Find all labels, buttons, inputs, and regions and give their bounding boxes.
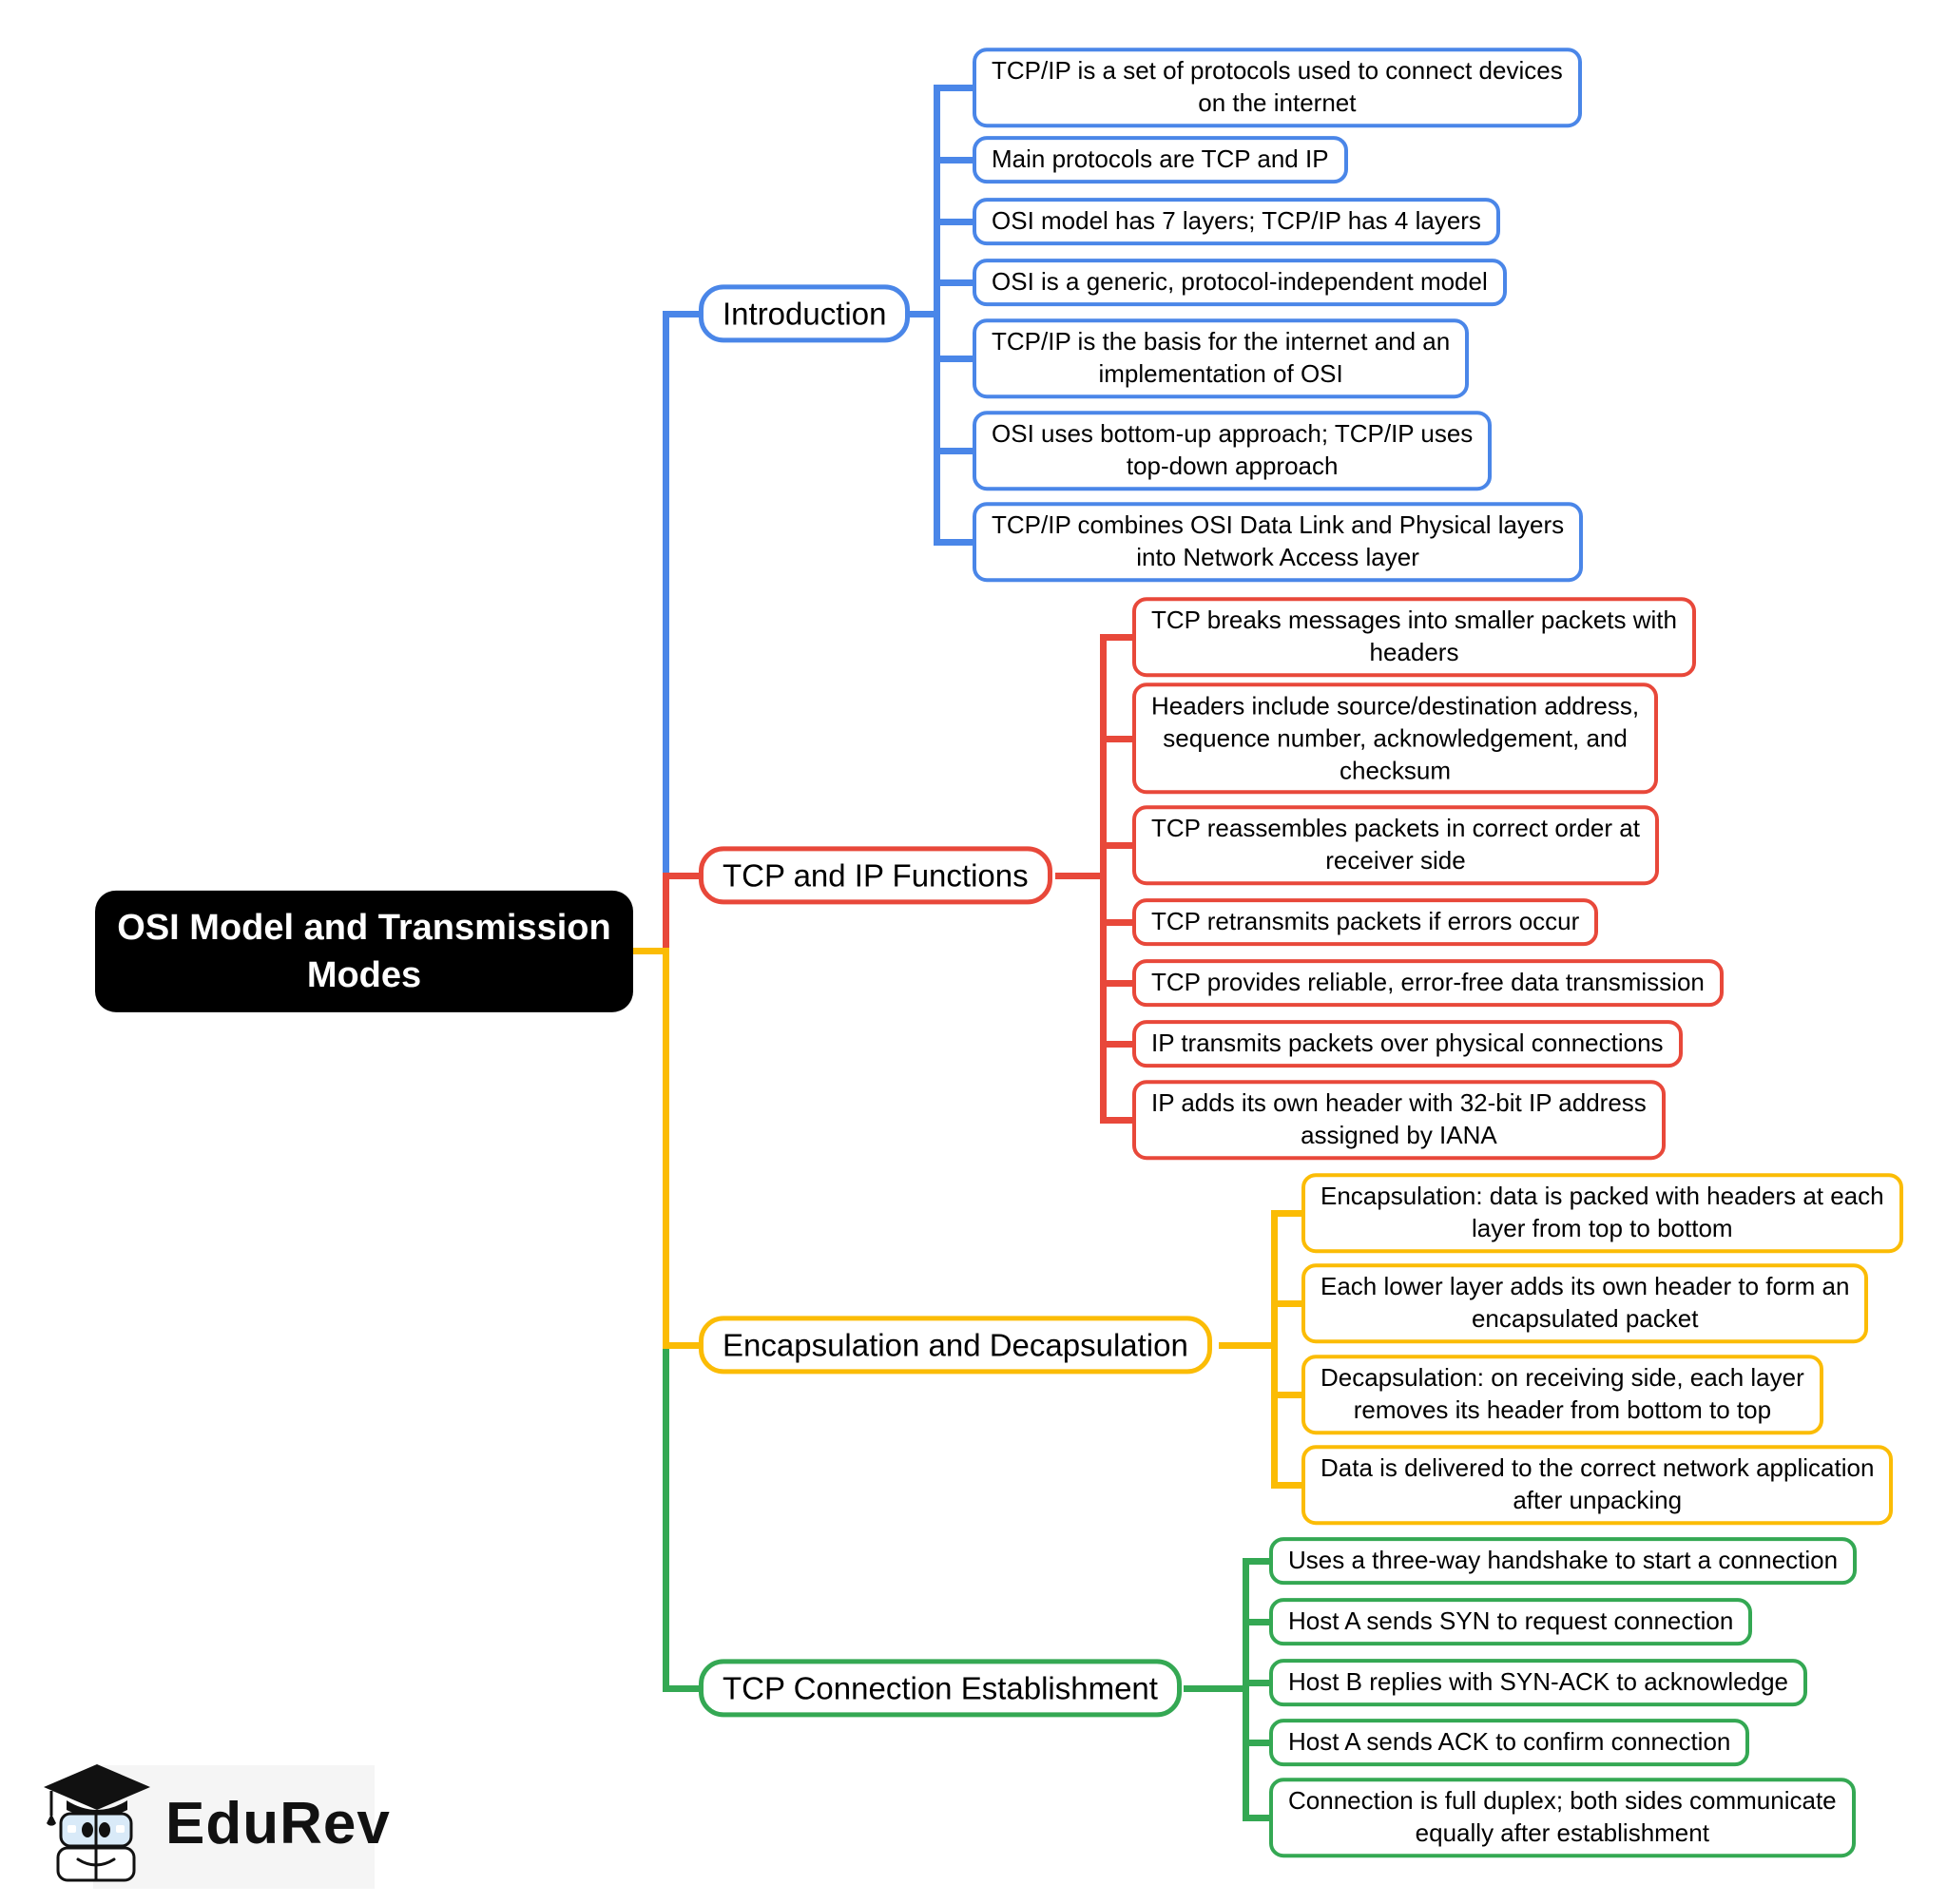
- edurev-mascot-icon: [44, 1764, 150, 1882]
- branch-node-tcp-ip-functions: TCP and IP Functions: [699, 846, 1052, 905]
- connector-introduction-to-leaves: [898, 311, 940, 317]
- connector-tcp-ip-to-leaves: [1055, 873, 1105, 879]
- leaf-node: TCP/IP is the basis for the internet and…: [973, 318, 1470, 398]
- leaf-node: Connection is full duplex; both sides co…: [1269, 1778, 1856, 1857]
- branch-node-introduction: Introduction: [699, 284, 911, 343]
- leaf-stub: [1243, 1815, 1273, 1821]
- leaf-node: TCP breaks messages into smaller packets…: [1132, 597, 1696, 677]
- root-node: OSI Model and Transmission Modes: [95, 890, 633, 1013]
- leaf-stub: [1100, 842, 1136, 849]
- leaf-stub: [1100, 1041, 1136, 1048]
- leaf-node: TCP provides reliable, error-free data t…: [1132, 959, 1724, 1007]
- leaf-node: IP adds its own header with 32-bit IP ad…: [1132, 1080, 1666, 1160]
- leaf-stub: [934, 356, 976, 362]
- leaf-node: Data is delivered to the correct network…: [1301, 1445, 1894, 1525]
- branch-node-encapsulation: Encapsulation and Decapsulation: [699, 1316, 1212, 1375]
- main-spine-green-segment: [663, 1342, 669, 1691]
- branch-stub-tcp-ip: [663, 873, 704, 879]
- leaf-node: Host A sends ACK to confirm connection: [1269, 1719, 1750, 1766]
- leaf-node: Decapsulation: on receiving side, each l…: [1301, 1355, 1823, 1434]
- edurev-logo: EduRev: [38, 1760, 391, 1886]
- branch-stub-tcp-connection: [663, 1685, 704, 1692]
- leaf-stub: [1100, 736, 1136, 742]
- edurev-logo-text: EduRev: [165, 1790, 391, 1856]
- leaf-stub: [1100, 634, 1136, 641]
- leaf-stub: [1271, 1482, 1305, 1489]
- leaf-node: IP transmits packets over physical conne…: [1132, 1020, 1683, 1067]
- leaf-node: Headers include source/destination addre…: [1132, 683, 1659, 795]
- leaf-spine-blue: [934, 85, 940, 546]
- leaf-node: Each lower layer adds its own header to …: [1301, 1263, 1869, 1343]
- root-connector: [626, 948, 669, 954]
- leaf-node: TCP/IP is a set of protocols used to con…: [973, 48, 1582, 127]
- leaf-node: Host A sends SYN to request connection: [1269, 1598, 1753, 1645]
- leaf-node: OSI is a generic, protocol-independent m…: [973, 259, 1507, 306]
- leaf-stub: [934, 157, 976, 163]
- leaf-node: Main protocols are TCP and IP: [973, 136, 1348, 183]
- branch-stub-introduction: [663, 311, 704, 317]
- leaf-node: OSI uses bottom-up approach; TCP/IP uses…: [973, 411, 1493, 490]
- leaf-node: TCP/IP combines OSI Data Link and Physic…: [973, 502, 1584, 582]
- leaf-node: Uses a three-way handshake to start a co…: [1269, 1537, 1858, 1585]
- leaf-stub: [934, 85, 976, 91]
- branch-stub-encapsulation: [663, 1342, 704, 1349]
- leaf-spine-yellow: [1271, 1210, 1278, 1489]
- leaf-stub: [934, 279, 976, 286]
- leaf-node: Host B replies with SYN-ACK to acknowled…: [1269, 1659, 1808, 1706]
- leaf-stub: [934, 539, 976, 546]
- leaf-stub: [1271, 1210, 1305, 1217]
- leaf-stub: [934, 448, 976, 454]
- leaf-stub: [1100, 919, 1136, 926]
- connector-tcp-connection-to-leaves: [1184, 1685, 1246, 1692]
- main-spine-blue-segment: [663, 311, 669, 878]
- leaf-node: OSI model has 7 layers; TCP/IP has 4 lay…: [973, 198, 1500, 245]
- leaf-stub: [1243, 1680, 1273, 1686]
- leaf-stub: [1271, 1392, 1305, 1398]
- leaf-stub: [1100, 1117, 1136, 1124]
- main-spine-red-segment: [663, 873, 669, 953]
- leaf-spine-red: [1100, 634, 1107, 1124]
- leaf-spine-green: [1243, 1558, 1249, 1821]
- leaf-node: TCP retransmits packets if errors occur: [1132, 898, 1599, 946]
- leaf-stub: [1100, 980, 1136, 987]
- leaf-stub: [1243, 1558, 1273, 1565]
- leaf-stub: [1243, 1619, 1273, 1625]
- leaf-stub: [1271, 1300, 1305, 1307]
- connector-encapsulation-to-leaves: [1219, 1342, 1276, 1349]
- leaf-node: TCP reassembles packets in correct order…: [1132, 805, 1659, 885]
- main-spine-yellow-segment: [663, 948, 669, 1345]
- leaf-stub: [1243, 1740, 1273, 1746]
- leaf-node: Encapsulation: data is packed with heade…: [1301, 1173, 1903, 1253]
- branch-node-tcp-connection: TCP Connection Establishment: [699, 1659, 1182, 1718]
- leaf-stub: [934, 219, 976, 225]
